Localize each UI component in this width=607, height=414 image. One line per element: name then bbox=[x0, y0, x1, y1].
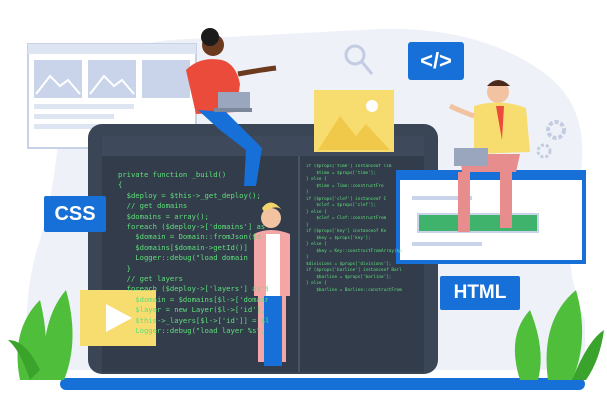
code-line: $domain = $domains[$l->['domain bbox=[118, 294, 268, 304]
code-line: $domain = Domain::fromJson($d bbox=[118, 232, 261, 242]
css-badge: CSS bbox=[44, 196, 106, 232]
html-badge: HTML bbox=[440, 276, 520, 310]
code-line: $clef = Clef::constructFrom bbox=[306, 216, 387, 221]
code-line: // get layers bbox=[118, 274, 183, 284]
code-line: Logger::debug("load layer %s", $lay bbox=[135, 326, 266, 336]
code-editor-left: private function _build(){ $deploy = $th… bbox=[118, 170, 268, 348]
man-sitting bbox=[448, 80, 530, 232]
code-line: if ($props['clef'] instanceof C bbox=[306, 196, 387, 202]
code-line: $key = Key::constructFromArray($props['k… bbox=[316, 248, 402, 254]
code-line: } bbox=[118, 263, 131, 273]
code-line: $barline = $props['barline']; bbox=[306, 274, 392, 280]
code-line: Logger::debug("load domain bbox=[118, 253, 248, 263]
code-icon: </> bbox=[408, 42, 464, 80]
code-line: if ($props['barline'] instanceof Barline… bbox=[306, 268, 402, 273]
woman-standing bbox=[254, 202, 290, 366]
code-line: $divisions = $props['divisions']; bbox=[306, 261, 392, 267]
image-card bbox=[314, 90, 394, 152]
code-line: $time = Time::constructFro bbox=[306, 183, 384, 189]
code-line: } else { bbox=[306, 242, 327, 247]
code-line: } else { bbox=[306, 281, 327, 286]
code-line: { bbox=[118, 180, 123, 190]
plant-right bbox=[514, 290, 604, 380]
code-line: $barline = Barline::constructFromArray bbox=[316, 287, 402, 293]
code-line: $layer = new Layer($l->['id'], $dom bbox=[135, 305, 266, 315]
code-line: $deploy = $this->_get_deploy(); bbox=[118, 190, 261, 200]
ui-window bbox=[396, 170, 586, 264]
woman-sitting bbox=[186, 28, 277, 186]
code-line: if ($props['time'] instanceof Tim bbox=[306, 164, 392, 169]
laptop-base bbox=[60, 378, 585, 390]
code-line: $time = $props['time']; bbox=[306, 170, 376, 176]
code-line: } bbox=[306, 255, 309, 260]
code-line: private function _build() bbox=[118, 170, 227, 179]
magnifier-icon bbox=[344, 44, 374, 75]
code-editor-right: if ($props['time'] instanceof Tim $time … bbox=[306, 164, 402, 342]
code-line: $clef = $props['clef']; bbox=[306, 203, 376, 208]
code-line: $domains = array(); bbox=[118, 211, 209, 221]
code-line: if ($props['key'] instanceof Ke bbox=[306, 229, 387, 234]
code-line: foreach ($deploy->['layers'] as $l) { bbox=[126, 284, 268, 294]
code-line: $domains[$domain->getId()] bbox=[118, 242, 248, 252]
code-line: } bbox=[306, 222, 309, 228]
code-line: } else { bbox=[306, 209, 327, 215]
code-line: } bbox=[306, 190, 309, 195]
code-line: } else { bbox=[306, 177, 327, 182]
code-line: foreach ($deploy->['domains'] as $d bbox=[118, 222, 268, 232]
code-line: // get domains bbox=[118, 201, 188, 211]
plant-left bbox=[8, 290, 73, 380]
code-line: $key = $props['key']; bbox=[306, 235, 371, 241]
code-line: $this->_layers[$l->['id']] = $layer; bbox=[135, 315, 268, 325]
gear-icon bbox=[536, 120, 566, 159]
video-card bbox=[80, 290, 156, 346]
